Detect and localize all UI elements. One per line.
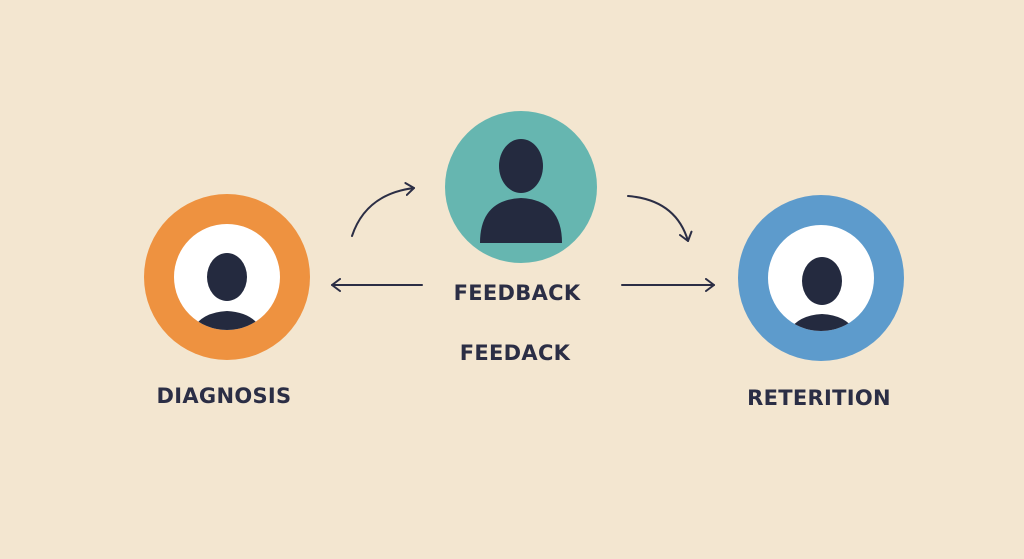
person-silhouette-icon bbox=[187, 253, 267, 330]
diagnosis-node bbox=[144, 194, 310, 360]
person-silhouette-icon bbox=[480, 139, 562, 243]
diagnosis-label: DIAGNOSIS bbox=[156, 384, 292, 408]
retention-node bbox=[738, 195, 904, 361]
arrow-icon-curved-up bbox=[351, 182, 415, 237]
person-silhouette-icon bbox=[782, 257, 862, 331]
feedback-node bbox=[445, 111, 597, 263]
arrow-icon-curved-down bbox=[627, 195, 693, 242]
retention-label: RETERITION bbox=[747, 386, 891, 410]
feedack-label: FEEDACK bbox=[459, 341, 571, 365]
feedback-label: FEEDBACK bbox=[453, 281, 581, 305]
